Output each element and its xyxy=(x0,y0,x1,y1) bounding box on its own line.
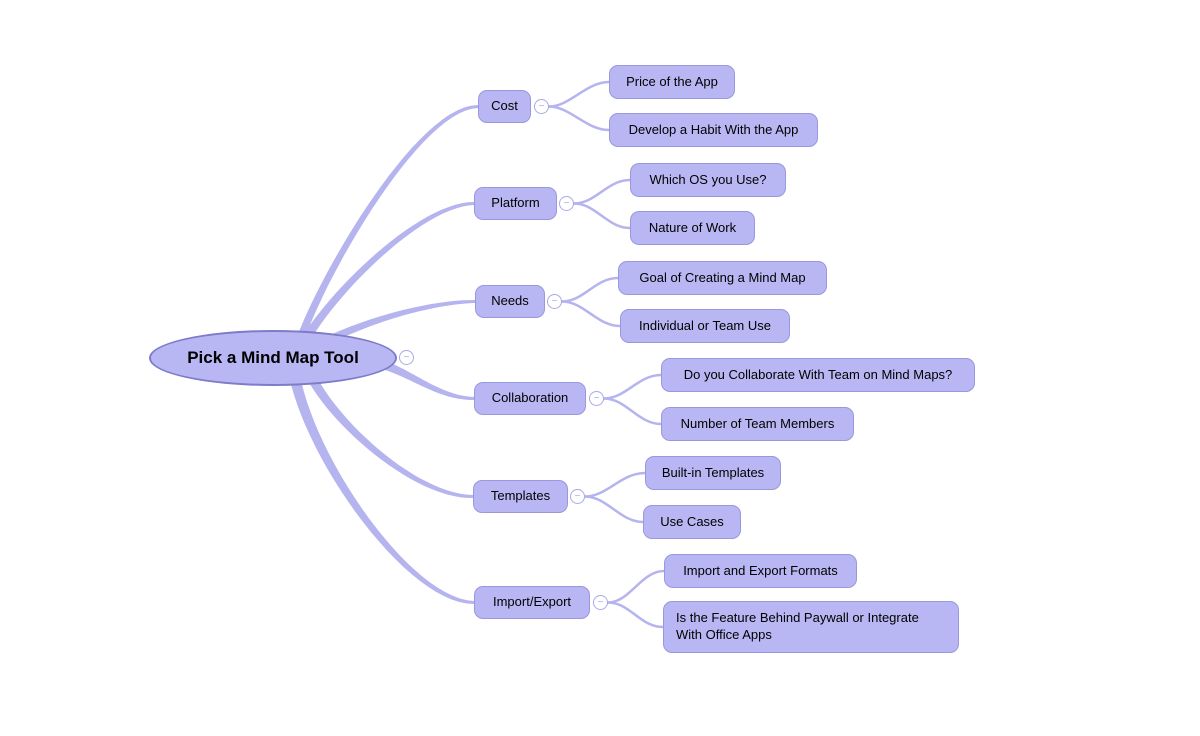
leaf-label: Price of the App xyxy=(626,73,718,89)
branch-connector xyxy=(378,359,474,400)
minus-icon: − xyxy=(538,100,545,112)
leaf-label: Which OS you Use? xyxy=(649,171,767,187)
branch-connector xyxy=(299,202,474,347)
minus-icon: − xyxy=(563,197,570,209)
leaf-label: Individual or Team Use xyxy=(639,317,771,333)
child-connector xyxy=(602,397,663,426)
leaf-node-nature-of-work[interactable]: Nature of Work xyxy=(630,211,755,245)
leaf-label: Built-in Templates xyxy=(661,464,765,480)
leaf-label: Nature of Work xyxy=(648,219,737,235)
child-connector xyxy=(547,80,611,108)
child-connector xyxy=(547,105,611,132)
child-connector xyxy=(606,569,666,604)
collapse-button-import-export[interactable]: − xyxy=(593,595,608,610)
branch-node-needs[interactable]: Needs xyxy=(475,285,545,318)
child-connector xyxy=(560,300,622,328)
central-topic-label: Pick a Mind Map Tool xyxy=(187,348,359,367)
leaf-label: Do you Collaborate With Team on Mind Map… xyxy=(683,366,953,382)
branch-connector xyxy=(288,372,474,604)
leaf-label: Goal of Creating a Mind Map xyxy=(639,269,806,285)
minus-icon: − xyxy=(593,392,600,404)
branch-connector xyxy=(303,368,473,498)
child-connector xyxy=(602,373,663,400)
collapse-button-cost[interactable]: − xyxy=(534,99,549,114)
branch-node-templates[interactable]: Templates xyxy=(473,480,568,513)
branch-label: Import/Export xyxy=(492,594,572,610)
minus-icon: − xyxy=(551,295,558,307)
child-connector xyxy=(572,202,632,230)
central-topic-node[interactable]: Pick a Mind Map Tool xyxy=(149,330,397,386)
branch-label: Collaboration xyxy=(491,390,569,406)
branch-label: Platform xyxy=(491,195,540,211)
minus-icon: − xyxy=(574,490,581,502)
child-connector xyxy=(583,495,645,524)
collapse-button-templates[interactable]: − xyxy=(570,489,585,504)
branch-label: Needs xyxy=(491,293,529,309)
leaf-node-number-of-members[interactable]: Number of Team Members xyxy=(661,407,854,441)
collapse-button-needs[interactable]: − xyxy=(547,294,562,309)
child-connector xyxy=(572,178,632,205)
leaf-label: Develop a Habit With the App xyxy=(628,121,799,137)
leaf-node-develop-habit[interactable]: Develop a Habit With the App xyxy=(609,113,818,147)
collapse-button-collaboration[interactable]: − xyxy=(589,391,604,406)
collapse-button-platform[interactable]: − xyxy=(559,196,574,211)
leaf-node-paywall-or-office[interactable]: Is the Feature Behind Paywall or Integra… xyxy=(663,601,959,653)
branch-connector xyxy=(296,105,478,342)
leaf-label: Use Cases xyxy=(660,513,724,529)
leaf-node-goal-of-mind-map[interactable]: Goal of Creating a Mind Map xyxy=(618,261,827,295)
child-connector xyxy=(606,601,665,629)
collapse-button-central[interactable]: − xyxy=(399,350,414,365)
leaf-node-individual-or-team[interactable]: Individual or Team Use xyxy=(620,309,790,343)
branch-label: Cost xyxy=(491,98,518,114)
minus-icon: − xyxy=(403,351,410,363)
leaf-node-builtin-templates[interactable]: Built-in Templates xyxy=(645,456,781,490)
leaf-node-use-cases[interactable]: Use Cases xyxy=(643,505,741,539)
child-connector xyxy=(583,471,647,498)
leaf-label: Is the Feature Behind Paywall or Integra… xyxy=(676,610,919,642)
branch-label: Templates xyxy=(490,488,551,504)
leaf-node-collaborate-with-team[interactable]: Do you Collaborate With Team on Mind Map… xyxy=(661,358,975,392)
branch-node-collaboration[interactable]: Collaboration xyxy=(474,382,586,415)
minus-icon: − xyxy=(597,596,604,608)
leaf-node-price-of-app[interactable]: Price of the App xyxy=(609,65,735,99)
branch-node-import-export[interactable]: Import/Export xyxy=(474,586,590,619)
child-connector xyxy=(560,276,620,303)
branch-node-platform[interactable]: Platform xyxy=(474,187,557,220)
branch-node-cost[interactable]: Cost xyxy=(478,90,531,123)
leaf-label: Number of Team Members xyxy=(680,415,835,431)
leaf-node-which-os[interactable]: Which OS you Use? xyxy=(630,163,786,197)
leaf-label: Import and Export Formats xyxy=(683,562,838,578)
leaf-node-import-export-formats[interactable]: Import and Export Formats xyxy=(664,554,857,588)
